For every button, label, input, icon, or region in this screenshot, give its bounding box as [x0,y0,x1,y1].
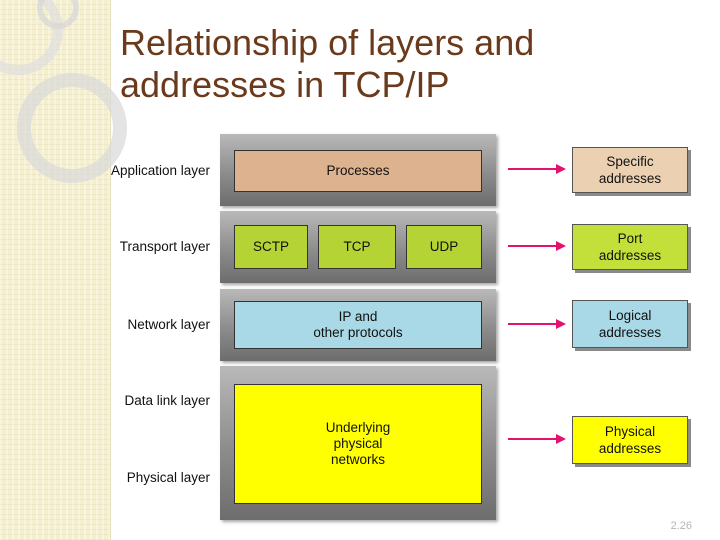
processes-box: Processes [234,150,482,192]
sctp-label: SCTP [252,239,289,254]
udp-box: UDP [406,225,482,269]
tcp-label: TCP [343,239,371,254]
label-data-link-layer: Data link layer [124,393,210,408]
underlying-networks-label: Underlying physical networks [325,420,391,467]
transport-band: SCTP TCP UDP [220,211,496,283]
specific-addresses-label: Specific addresses [598,154,662,186]
label-application-layer: Application layer [110,163,210,178]
processes-label: Processes [326,163,390,178]
arrow-specific [508,164,566,174]
ip-label: IP and other protocols [313,309,403,340]
page-number: 2.26 [670,520,692,532]
physical-addresses-label: Physical addresses [598,424,662,456]
slide-title: Relationship of layers and addresses in … [120,22,680,106]
slide-title-line-2: addresses in TCP/IP [120,64,450,105]
ip-box: IP and other protocols [234,301,482,349]
label-transport-layer: Transport layer [119,239,210,254]
underlying-networks-box: Underlying physical networks [234,384,482,504]
slide-title-line-1: Relationship of layers and [120,22,535,63]
specific-addresses-box: Specific addresses [572,147,688,193]
decorative-rings [0,0,127,183]
arrow-logical [508,319,566,329]
label-physical-layer: Physical layer [126,470,210,485]
tcp-box: TCP [318,225,396,269]
physical-addresses-box: Physical addresses [572,416,688,464]
arrow-port [508,241,566,251]
arrow-physical [508,434,566,444]
port-addresses-box: Port addresses [572,224,688,270]
logical-addresses-label: Logical addresses [598,308,662,340]
network-band: IP and other protocols [220,289,496,361]
label-network-layer: Network layer [127,317,210,332]
data-link-physical-band: Underlying physical networks [220,366,496,520]
logical-addresses-box: Logical addresses [572,300,688,348]
application-band: Processes [220,134,496,206]
udp-label: UDP [429,239,459,254]
port-addresses-label: Port addresses [598,231,662,263]
sctp-box: SCTP [234,225,308,269]
